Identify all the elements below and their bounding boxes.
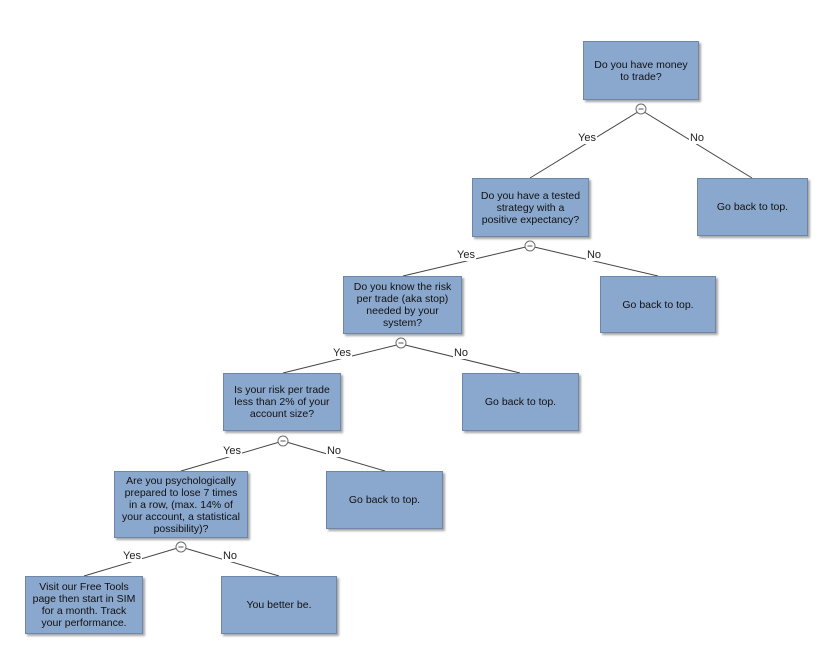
node-you-better-be[interactable]: You better be. bbox=[221, 576, 337, 634]
edge-label-no: No bbox=[325, 445, 343, 457]
edge-q1-yes bbox=[529, 109, 642, 179]
edge-label-yes: Yes bbox=[577, 132, 597, 144]
edge-label-no: No bbox=[452, 347, 470, 359]
node-risk-size-question[interactable]: Is your risk per trade less than 2% of y… bbox=[223, 373, 341, 431]
edge-label-no: No bbox=[221, 550, 239, 562]
node-risk-stop-question[interactable]: Do you know the risk per trade (aka stop… bbox=[343, 276, 462, 334]
collapse-toggle-icon[interactable] bbox=[175, 541, 187, 553]
edge-label-no: No bbox=[585, 249, 603, 261]
edge-label-yes: Yes bbox=[456, 249, 476, 261]
collapse-toggle-icon[interactable] bbox=[277, 435, 289, 447]
edge-label-yes: Yes bbox=[122, 550, 142, 562]
node-money-question[interactable]: Do you have money to trade? bbox=[583, 41, 699, 100]
node-go-back-3[interactable]: Go back to top. bbox=[462, 373, 579, 431]
collapse-toggle-icon[interactable] bbox=[395, 337, 407, 349]
edge-label-no: No bbox=[688, 132, 706, 144]
edge-label-yes: Yes bbox=[222, 445, 242, 457]
edge-q2-yes bbox=[402, 245, 531, 277]
node-go-back-4[interactable]: Go back to top. bbox=[326, 471, 443, 529]
node-strategy-question[interactable]: Do you have a tested strategy with a pos… bbox=[472, 178, 589, 237]
node-free-tools[interactable]: Visit our Free Tools page then start in … bbox=[25, 576, 143, 634]
node-psychology-question[interactable]: Are you psychologically prepared to lose… bbox=[114, 471, 248, 538]
edge-label-yes: Yes bbox=[332, 347, 352, 359]
edge-q2-no bbox=[529, 245, 659, 277]
edge-q1-no bbox=[640, 109, 753, 179]
collapse-toggle-icon[interactable] bbox=[635, 103, 647, 115]
node-go-back-2[interactable]: Go back to top. bbox=[600, 276, 716, 333]
node-go-back-1[interactable]: Go back to top. bbox=[697, 178, 808, 236]
collapse-toggle-icon[interactable] bbox=[524, 240, 536, 252]
